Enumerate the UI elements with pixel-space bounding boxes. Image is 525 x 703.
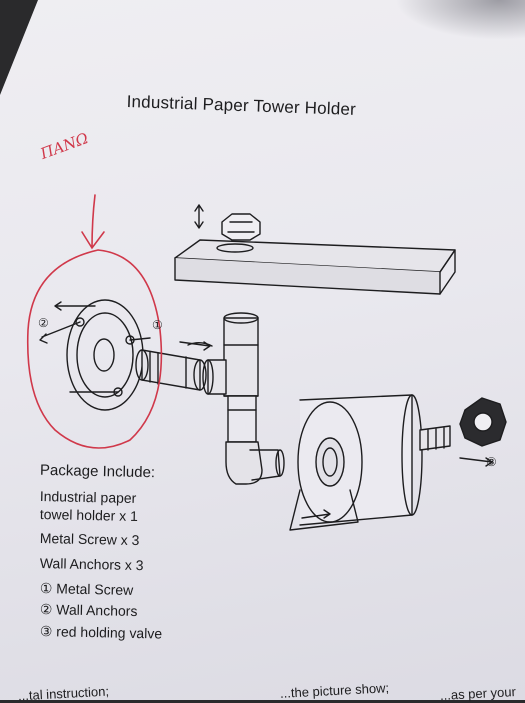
pipe-nipple	[135, 341, 211, 391]
wall-flange	[39, 299, 151, 411]
handwritten-circle	[26, 194, 163, 449]
valve-assembly	[419, 397, 507, 467]
wooden-shelf	[174, 239, 456, 295]
hex-nut	[194, 204, 261, 241]
cutoff-text: ...as per your	[439, 684, 517, 703]
tee-fitting	[202, 312, 285, 485]
legend-metal-screw: ① Metal Screw	[39, 580, 134, 598]
marker-metal-screw: ①	[152, 318, 163, 332]
legend-wall-anchors: ② Wall Anchors	[39, 601, 138, 620]
legend-red-valve: ③ red holding valve	[39, 623, 163, 642]
package-item: Industrial paper	[39, 488, 137, 507]
marker-valve: ③	[486, 455, 497, 469]
marker-wall-anchors: ②	[38, 316, 49, 330]
page-shadow	[395, 0, 525, 40]
package-item: Wall Anchors x 3	[39, 555, 144, 574]
package-heading: Package Include:	[39, 461, 156, 482]
paper-roll	[289, 394, 423, 531]
package-item: towel holder x 1	[39, 506, 139, 525]
package-item: Metal Screw x 3	[39, 530, 140, 549]
